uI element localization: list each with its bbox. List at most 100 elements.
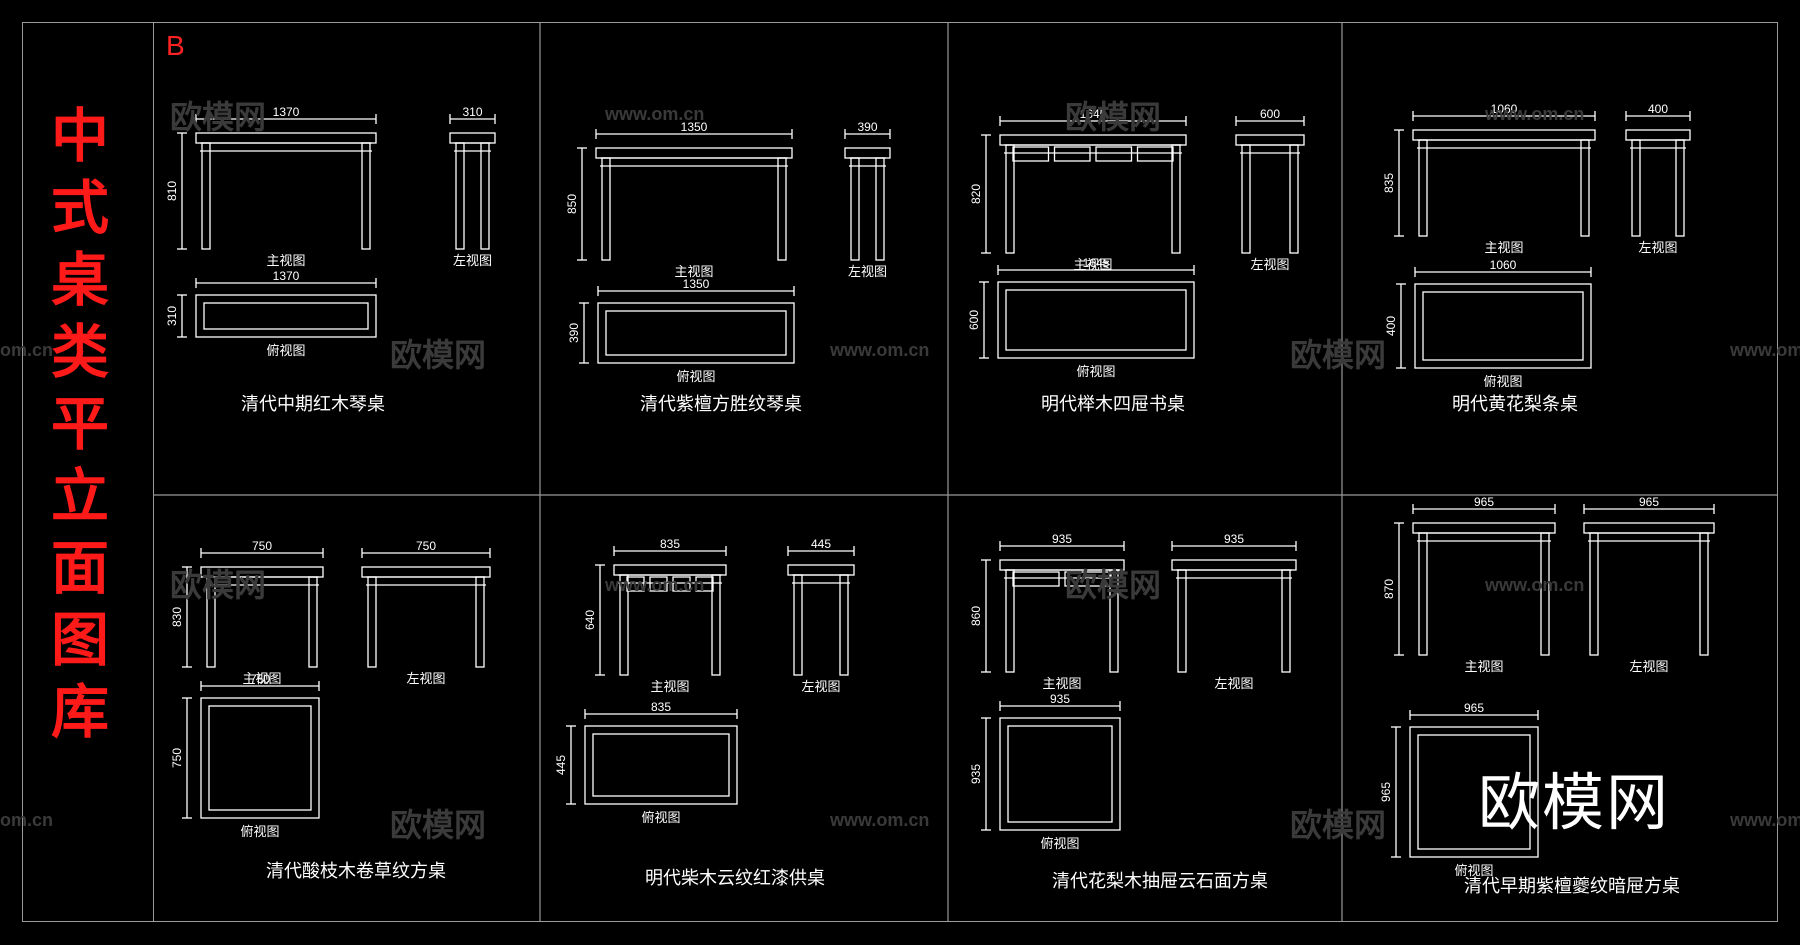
top-view-label: 俯视图 [1454, 863, 1493, 878]
top-view-outer [1409, 726, 1539, 858]
dim-label: 445 [554, 755, 568, 775]
dim-label: 1370 [273, 105, 300, 119]
front-view-leg [1005, 144, 1015, 254]
table-name: 清代紫檀方胜纹琴桌 [640, 394, 802, 415]
top-view-inner [1007, 725, 1113, 823]
dim-label: 835 [660, 537, 680, 551]
dim-label: 1645 [1083, 256, 1110, 270]
front-view-leg [201, 142, 211, 250]
top-view-inner [1005, 289, 1187, 351]
dim-label: 870 [1382, 579, 1396, 599]
front-view-leg [711, 574, 721, 676]
front-view-leg [1418, 532, 1428, 656]
front-view-leg [601, 157, 611, 261]
dim-label: 835 [1382, 173, 1396, 193]
left-view-top [1235, 134, 1305, 146]
front-view-label: 主视图 [266, 253, 305, 268]
front-view-leg [206, 576, 216, 668]
left-view-leg [1675, 139, 1685, 237]
title-char: 平 [50, 390, 109, 458]
dim-label: 835 [651, 700, 671, 714]
top-view-inner [1422, 291, 1584, 361]
top-view-label: 俯视图 [240, 824, 279, 839]
front-view-leg [1540, 532, 1550, 656]
title-column-frame [22, 22, 154, 922]
left-view-leg [480, 142, 490, 250]
left-view-top [449, 132, 496, 144]
dim-label: 935 [1050, 692, 1070, 706]
front-view-label: 主视图 [242, 671, 281, 686]
title-char: 库 [50, 678, 109, 746]
dim-label: 965 [1379, 782, 1393, 802]
front-view-label: 主视图 [1464, 659, 1503, 674]
left-view-label: 左视图 [801, 679, 840, 694]
dim-label: 1370 [273, 269, 300, 283]
title-char: 式 [50, 174, 109, 242]
left-view-top [787, 564, 855, 576]
dim-label: 965 [1639, 495, 1659, 509]
front-view-top [195, 132, 377, 144]
front-view-leg [1109, 569, 1119, 673]
dim-label: 445 [811, 537, 831, 551]
front-view-leg [777, 157, 787, 261]
front-view-drawer [626, 576, 645, 592]
left-view-leg [455, 142, 465, 250]
front-view-top [595, 147, 793, 159]
left-view-label: 左视图 [1638, 240, 1677, 255]
sheet-code: B [166, 30, 185, 61]
dim-label: 310 [165, 306, 179, 326]
front-view-leg [308, 576, 318, 668]
top-view-inner [605, 310, 787, 356]
top-view-label: 俯视图 [1076, 364, 1115, 379]
front-view-top [999, 559, 1125, 571]
dim-label: 750 [170, 748, 184, 768]
top-view-outer [200, 697, 320, 819]
left-view-top [361, 566, 491, 578]
top-view-inner [592, 733, 730, 797]
front-view-leg [1418, 139, 1428, 237]
front-view-top [613, 564, 727, 576]
dim-label: 935 [1224, 532, 1244, 546]
front-view-drawer [1012, 571, 1060, 587]
top-view-outer [997, 281, 1195, 359]
left-view-label: 左视图 [453, 253, 492, 268]
left-view-leg [1289, 144, 1299, 254]
front-view-drawer [1053, 146, 1091, 162]
left-view-leg [475, 576, 485, 668]
front-view-drawer [1095, 146, 1133, 162]
title-char: 桌 [50, 246, 109, 314]
dim-label: 820 [969, 184, 983, 204]
table-name: 清代酸枝木卷草纹方桌 [266, 861, 446, 882]
left-view-leg [839, 574, 849, 676]
dim-label: 860 [969, 606, 983, 626]
dim-label: 600 [1260, 107, 1280, 121]
front-view-label: 主视图 [1042, 676, 1081, 691]
title-char: 面 [50, 534, 109, 602]
left-view-leg [850, 157, 860, 261]
dim-label: 830 [170, 607, 184, 627]
left-view-leg [1699, 532, 1709, 656]
dim-label: 1060 [1491, 102, 1518, 116]
watermark-logo: 欧模网 [1478, 766, 1671, 839]
title-char: 类 [50, 318, 109, 386]
dim-label: 1350 [683, 277, 710, 291]
top-view-outer [999, 717, 1121, 831]
dim-label: 935 [1052, 532, 1072, 546]
left-view-leg [1241, 144, 1251, 254]
front-view-drawer [695, 576, 714, 592]
dim-label: 390 [857, 120, 877, 134]
left-view-label: 左视图 [1214, 676, 1253, 691]
front-view-top [1412, 522, 1556, 534]
dim-label: 400 [1384, 316, 1398, 336]
front-view-top [200, 566, 324, 578]
table-name: 清代花梨木抽屉云石面方桌 [1052, 871, 1268, 892]
top-view-outer [1414, 283, 1592, 369]
left-view-top [1583, 522, 1715, 534]
dim-label: 810 [165, 181, 179, 201]
left-view-label: 左视图 [1629, 659, 1668, 674]
top-view-outer [195, 294, 377, 338]
left-view-leg [1589, 532, 1599, 656]
top-view-label: 俯视图 [1483, 374, 1522, 389]
